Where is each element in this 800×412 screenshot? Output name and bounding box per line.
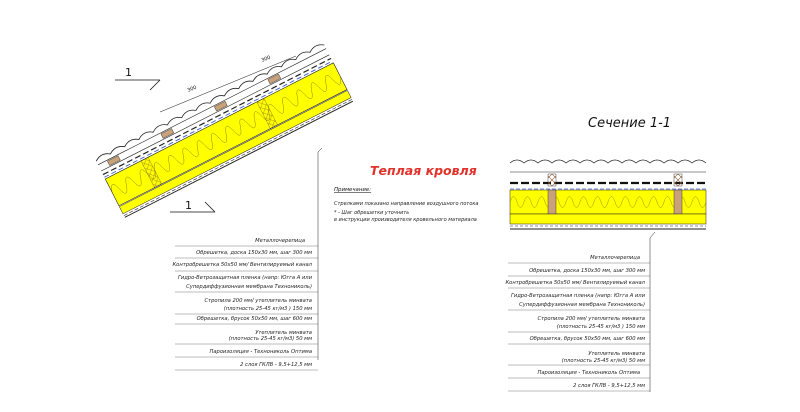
svg-text:Стропила 200 мм/ утеплитель ми: Стропила 200 мм/ утеплитель минвата: [537, 316, 645, 322]
svg-text:Стропила 200 мм/ утеплитель ми: Стропила 200 мм/ утеплитель минвата: [204, 298, 312, 304]
svg-text:Контробрешетка 50х50 мм/ Венти: Контробрешетка 50х50 мм/ Вентилируемый к…: [506, 280, 646, 286]
svg-text:в инструкции производителя кро: в инструкции производителя кровельного м…: [334, 217, 477, 223]
battens: [107, 73, 282, 166]
svg-text:Стрелками показано направление: Стрелками показано направление воздушног…: [334, 201, 478, 207]
svg-text:(плотность 25-45 кг/м3 ) 150 м: (плотность 25-45 кг/м3 ) 150 мм: [224, 306, 312, 312]
dimension-lines: 300 300: [159, 55, 297, 113]
svg-text:(плотность 25-45 кг/м3 ) 150 м: (плотность 25-45 кг/м3 ) 150 мм: [557, 324, 645, 330]
svg-text:Примечание:: Примечание:: [334, 187, 371, 193]
svg-text:Супердиффузионная мембрана Тех: Супердиффузионная мембрана Технониколь): [186, 284, 312, 290]
svg-text:1: 1: [185, 199, 192, 212]
svg-text:Утеплитель минвата: Утеплитель минвата: [588, 351, 645, 357]
svg-text:2 слоя ГКЛВ - 9,5+12,5 мм: 2 слоя ГКЛВ - 9,5+12,5 мм: [573, 383, 645, 389]
notes: Примечание: Стрелками показано направлен…: [334, 187, 478, 223]
svg-text:Обрешетка, доска 150х30 мм, ша: Обрешетка, доска 150х30 мм, шаг 300 мм: [196, 250, 312, 256]
right-layer-legend: Металлочерепица Обрешетка, доска 150х30 …: [506, 255, 650, 392]
svg-text:300: 300: [187, 85, 198, 94]
svg-text:Обрешетка, брусок 50х50 мм, ша: Обрешетка, брусок 50х50 мм, шаг 600 мм: [530, 336, 646, 342]
svg-text:Контробрешетка 50х50 мм/ Венти: Контробрешетка 50х50 мм/ Вентилируемый к…: [173, 262, 313, 268]
metal-tile-layer: [95, 44, 325, 162]
cross-section-1-1: [509, 159, 707, 392]
svg-text:300: 300: [261, 55, 272, 64]
cut-marker-bottom: 1: [170, 199, 216, 213]
svg-text:Обрешетка, доска 150х30 мм, ша: Обрешетка, доска 150х30 мм, шаг 300 мм: [529, 268, 645, 274]
svg-text:(плотность 25-45 кг/м3) 50 мм: (плотность 25-45 кг/м3) 50 мм: [562, 358, 645, 364]
svg-text:2 слоя ГКЛВ - 9,5+12,5 мм: 2 слоя ГКЛВ - 9,5+12,5 мм: [240, 362, 312, 368]
inclined-roof-section: 1 1 300 300: [95, 44, 354, 360]
svg-text:Супердиффузионная мембрана Тех: Супердиффузионная мембрана Технониколь): [519, 302, 645, 308]
svg-text:* - Шаг обрешетки уточнить: * - Шаг обрешетки уточнить: [334, 210, 409, 216]
svg-text:Утеплитель минвата: Утеплитель минвата: [255, 330, 312, 336]
diagram-title: Теплая кровля: [370, 163, 477, 178]
svg-text:(плотность 25-45 кг/м3) 50 мм: (плотность 25-45 кг/м3) 50 мм: [229, 336, 312, 342]
svg-text:Обрешетка, брусок 50х50 мм, ша: Обрешетка, брусок 50х50 мм, шаг 600 мм: [197, 316, 313, 322]
section-title: Сечение 1-1: [588, 116, 671, 131]
left-layer-legend: Металлочерепица Обрешетка, доска 150х30 …: [173, 238, 318, 371]
svg-text:Пароизоляция - Технониколь Опт: Пароизоляция - Технониколь Оптима: [209, 349, 312, 355]
svg-text:1: 1: [125, 66, 132, 79]
svg-text:Гидро-Ветрозащитная пленка (на: Гидро-Ветрозащитная пленка (напр: Югга А…: [178, 275, 313, 281]
cut-marker-top: 1: [115, 66, 161, 91]
svg-text:Пароизоляция - Технониколь Опт: Пароизоляция - Технониколь Оптима: [537, 370, 640, 376]
svg-text:Металлочерепица: Металлочерепица: [255, 238, 305, 244]
svg-text:Металлочерепица: Металлочерепица: [590, 255, 640, 261]
svg-text:Гидро-Ветрозащитная пленка (на: Гидро-Ветрозащитная пленка (напр: Югга А…: [511, 293, 646, 299]
